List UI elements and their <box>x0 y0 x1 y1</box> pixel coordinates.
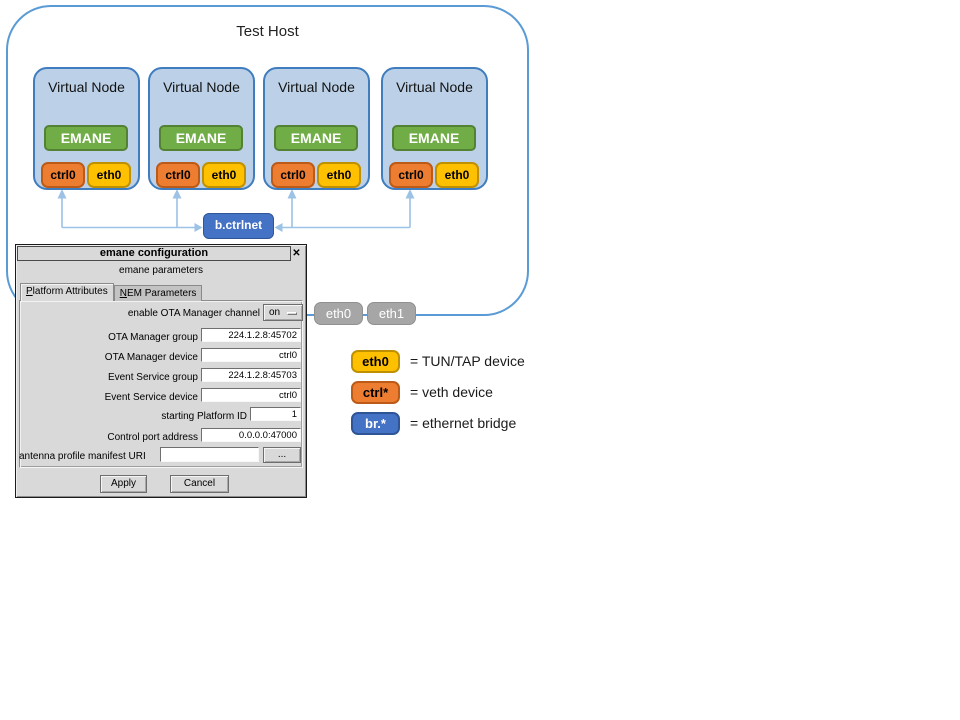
virtual-node-title: Virtual Node <box>163 79 240 95</box>
legend-eth-box: eth0 <box>351 350 400 373</box>
dialog-titlebar[interactable]: emane configuration <box>17 246 291 261</box>
control-port-address-input[interactable] <box>201 428 301 442</box>
legend-ctrl-box: ctrl* <box>351 381 400 404</box>
ota-manager-group-input[interactable] <box>201 328 301 342</box>
legend-description: = TUN/TAP device <box>410 353 525 369</box>
virtual-node-1: Virtual Node EMANE ctrl0 eth0 <box>33 67 140 190</box>
eth-interface-box: eth0 <box>87 162 131 188</box>
antenna-profile-label: antenna profile manifest URI <box>19 451 146 462</box>
eth-interface-box: eth0 <box>317 162 361 188</box>
tab-label: Platform Attributes <box>26 286 108 297</box>
cancel-button[interactable]: Cancel <box>170 475 229 493</box>
browse-button[interactable]: ... <box>263 447 301 463</box>
tab-label: NEM Parameters <box>119 288 197 299</box>
host-title: Test Host <box>236 23 299 40</box>
virtual-node-title: Virtual Node <box>48 79 125 95</box>
field-label: Event Service group <box>107 372 198 383</box>
close-icon[interactable]: ✕ <box>292 248 301 259</box>
event-service-device-input[interactable] <box>201 388 301 402</box>
legend-description: = veth device <box>410 384 493 400</box>
ota-manager-device-input[interactable] <box>201 348 301 362</box>
ctrl-interface-box: ctrl0 <box>41 162 85 188</box>
emane-configuration-dialog: emane configuration ✕ emane parameters P… <box>15 244 307 498</box>
field-label: starting Platform ID <box>161 411 247 422</box>
ota-channel-label: enable OTA Manager channel <box>127 308 260 319</box>
starting-platform-id-input[interactable] <box>250 407 301 421</box>
host-eth1-box: eth1 <box>367 302 416 325</box>
virtual-node-title: Virtual Node <box>278 79 355 95</box>
virtual-node-title: Virtual Node <box>396 79 473 95</box>
ota-channel-value: on <box>269 307 281 318</box>
legend-bridge-box: br.* <box>351 412 400 435</box>
dropdown-dash-icon <box>287 312 297 315</box>
ctrl-interface-box: ctrl0 <box>156 162 200 188</box>
virtual-node-3: Virtual Node EMANE ctrl0 eth0 <box>263 67 370 190</box>
emane-box: EMANE <box>44 125 128 151</box>
ctrl-interface-box: ctrl0 <box>389 162 433 188</box>
ota-channel-dropdown[interactable]: on <box>263 304 303 321</box>
host-eth0-box: eth0 <box>314 302 363 325</box>
tab-bar: Platform Attributes NEM Parameters <box>20 283 203 301</box>
emane-box: EMANE <box>159 125 243 151</box>
virtual-node-2: Virtual Node EMANE ctrl0 eth0 <box>148 67 255 190</box>
emane-box: EMANE <box>392 125 476 151</box>
antenna-profile-input[interactable] <box>160 447 259 462</box>
legend-description: = ethernet bridge <box>410 415 517 431</box>
control-bridge-box: b.ctrlnet <box>203 213 274 239</box>
apply-button[interactable]: Apply <box>100 475 147 493</box>
eth-interface-box: eth0 <box>435 162 479 188</box>
field-label: Event Service device <box>104 392 198 403</box>
tab-nem-parameters[interactable]: NEM Parameters <box>113 285 203 301</box>
field-label: OTA Manager group <box>108 332 198 343</box>
ctrl-interface-box: ctrl0 <box>271 162 315 188</box>
eth-interface-box: eth0 <box>202 162 246 188</box>
dialog-subtitle: emane parameters <box>119 265 203 276</box>
tab-platform-attributes[interactable]: Platform Attributes <box>20 283 114 301</box>
virtual-node-4: Virtual Node EMANE ctrl0 eth0 <box>381 67 488 190</box>
emane-box: EMANE <box>274 125 358 151</box>
event-service-group-input[interactable] <box>201 368 301 382</box>
field-label: Control port address <box>107 432 198 443</box>
field-label: OTA Manager device <box>104 352 198 363</box>
